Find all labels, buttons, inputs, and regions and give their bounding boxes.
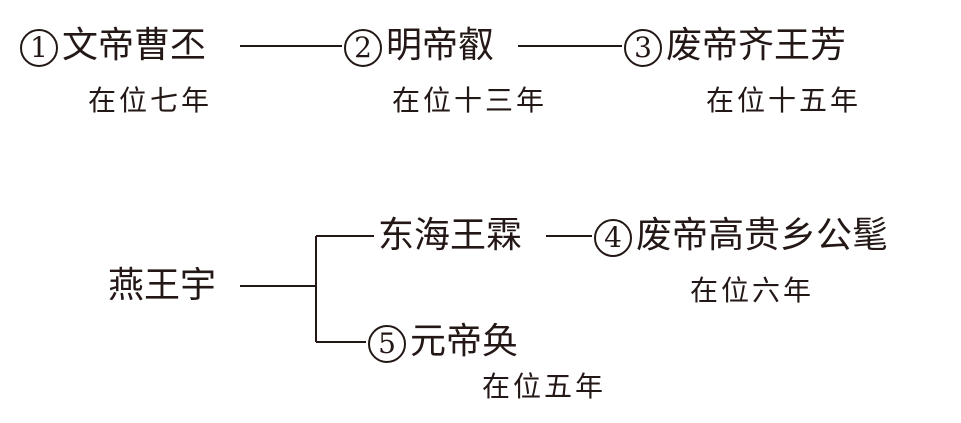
emperor-3-name: 废帝齐王芳 — [666, 25, 847, 66]
emperor-2-name: 明帝叡 — [386, 25, 495, 66]
emperor-5-name: 元帝奂 — [410, 321, 519, 362]
emperor-4-number: 4 — [594, 219, 632, 257]
emperor-1-number: 1 — [20, 29, 58, 67]
branch-donghai-wang-lin: 东海王霖 — [378, 215, 523, 256]
emperor-5-tenure: 在位五年 — [482, 370, 607, 403]
emperor-4-tenure: 在位六年 — [690, 274, 815, 307]
emperor-5-number: 5 — [368, 325, 406, 363]
emperor-2-tenure: 在位十三年 — [392, 84, 548, 117]
emperor-3-tenure: 在位十五年 — [706, 84, 862, 117]
emperor-1-name: 文帝曹丕 — [62, 25, 207, 66]
emperor-4-name: 废帝高贵乡公髦 — [636, 215, 889, 256]
emperor-1-tenure: 在位七年 — [88, 84, 213, 117]
root-yan-wang-yu: 燕王宇 — [108, 265, 217, 306]
emperor-2-number: 2 — [344, 29, 382, 67]
emperor-3-number: 3 — [624, 29, 662, 67]
